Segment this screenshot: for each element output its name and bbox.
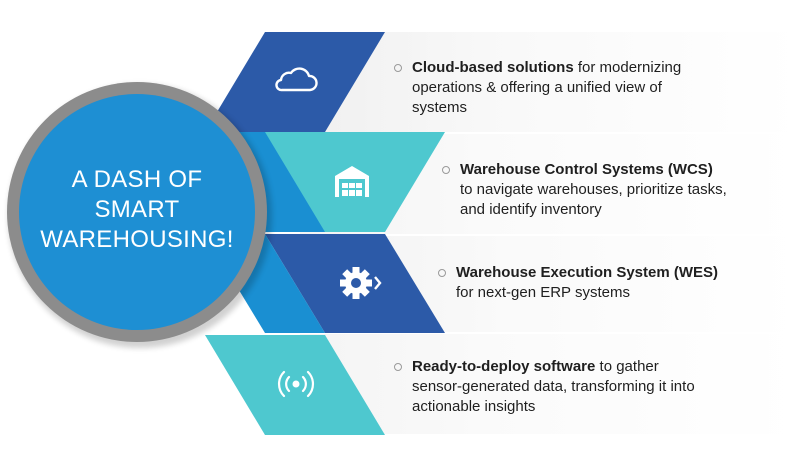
item-line: for next-gen ERP systems	[456, 284, 630, 301]
item-line: and identify inventory	[460, 201, 602, 218]
item-line: Warehouse Execution System (WES)	[456, 263, 776, 283]
item-bold: Warehouse Control Systems (WCS)	[460, 161, 713, 178]
title-text: A DASH OF SMART WAREHOUSING!	[30, 165, 244, 255]
item-line: Ready-to-deploy software to gather	[412, 357, 782, 377]
circle-fill	[19, 94, 255, 330]
item-cloud-solutions: Cloud-based solutions for modernizing op…	[394, 58, 772, 118]
bullet-icon	[438, 269, 446, 277]
bullet-icon	[394, 64, 402, 72]
item-wcs: Warehouse Control Systems (WCS) to navig…	[442, 160, 780, 220]
title-line-3: WAREHOUSING!	[40, 226, 234, 253]
warehouse-icon	[335, 166, 369, 197]
item-bold: Cloud-based solutions	[412, 59, 574, 76]
item-software: Ready-to-deploy software to gather senso…	[394, 357, 782, 417]
row-bands	[300, 32, 800, 434]
item-rest: for modernizing	[573, 59, 682, 76]
item-line: systems	[412, 99, 468, 116]
chevron-stack	[205, 32, 445, 435]
item-line: Cloud-based solutions for modernizing	[412, 58, 772, 78]
signal-icon	[277, 370, 315, 398]
item-rest: to gather	[595, 358, 659, 375]
item-wes: Warehouse Execution System (WES) for nex…	[438, 263, 776, 303]
chevron-segment-1	[205, 32, 385, 132]
item-line: to navigate warehouses, prioritize tasks…	[460, 181, 727, 198]
item-line: Warehouse Control Systems (WCS)	[460, 160, 780, 180]
bullet-icon	[394, 363, 402, 371]
title-circle	[7, 82, 272, 348]
item-line: operations & offering a unified view of	[412, 79, 662, 96]
item-line: actionable insights	[412, 398, 536, 415]
item-line: sensor-generated data, transforming it i…	[412, 378, 695, 395]
bullet-icon	[442, 166, 450, 174]
title-line-1: A DASH OF	[71, 166, 203, 193]
title-line-2: SMART	[94, 196, 180, 223]
chevron-segment-2b	[265, 132, 445, 232]
item-bold: Ready-to-deploy software	[412, 358, 596, 375]
gear-icon	[340, 267, 382, 299]
row-band-4	[300, 334, 800, 434]
row-band-1	[300, 32, 800, 132]
item-bold: Warehouse Execution System (WES)	[456, 264, 719, 281]
cloud-icon	[275, 67, 318, 92]
